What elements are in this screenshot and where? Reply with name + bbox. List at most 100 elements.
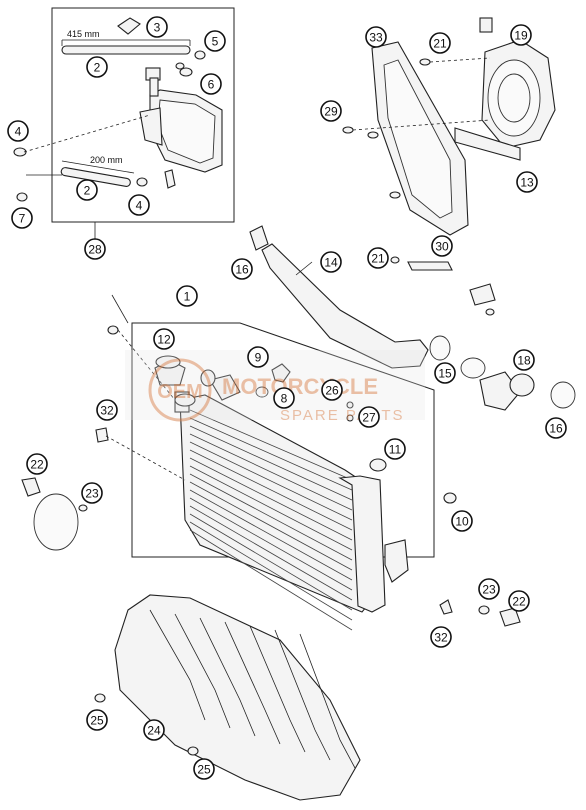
callout-29: 29 xyxy=(320,100,342,122)
callout-22: 22 xyxy=(26,453,48,475)
watermark-logo: OEM xyxy=(157,381,203,403)
callout-label: 21 xyxy=(433,37,447,51)
callout-1: 1 xyxy=(176,285,198,307)
callout-label: 15 xyxy=(438,367,452,381)
callout-10: 10 xyxy=(451,510,473,532)
right-mount xyxy=(439,492,521,627)
callout-label: 29 xyxy=(324,105,338,119)
callout-4: 4 xyxy=(128,194,150,216)
hose-clip-inset xyxy=(175,62,193,77)
callout-12: 12 xyxy=(153,328,175,350)
callout-label: 23 xyxy=(85,487,99,501)
callout-7: 7 xyxy=(11,207,33,229)
callout-label: 2 xyxy=(94,61,101,75)
callout-30: 30 xyxy=(431,235,453,257)
callout-label: 32 xyxy=(100,404,114,418)
hose-connector xyxy=(479,371,535,411)
callout-label: 8 xyxy=(281,392,288,406)
callout-label: 7 xyxy=(19,212,26,226)
callout-label: 26 xyxy=(325,384,339,398)
callout-16: 16 xyxy=(231,258,253,280)
callout-21: 21 xyxy=(429,32,451,54)
dimension-415: 415 mm xyxy=(67,29,100,39)
watermark-line2: SPARE PARTS xyxy=(280,407,405,424)
callout-24: 24 xyxy=(143,719,165,741)
callout-label: 10 xyxy=(455,515,469,529)
callout-label: 25 xyxy=(90,714,104,728)
watermark: OEM MOTORCYCLE SPARE PARTS xyxy=(125,350,425,424)
dimension-200: 200 mm xyxy=(90,155,123,165)
callout-label: 1 xyxy=(184,290,191,304)
mount-bracket-30 xyxy=(390,256,496,316)
callout-label: 14 xyxy=(324,256,338,270)
callout-2: 2 xyxy=(86,56,108,78)
callout-32: 32 xyxy=(96,399,118,421)
callout-16: 16 xyxy=(545,417,567,439)
callout-label: 19 xyxy=(514,29,528,43)
hose-200mm: 200 mm xyxy=(60,155,135,187)
callout-21: 21 xyxy=(367,247,389,269)
callout-13: 13 xyxy=(516,171,538,193)
screw-top-left xyxy=(107,325,119,335)
callout-label: 28 xyxy=(88,243,102,257)
callout-4: 4 xyxy=(7,120,29,142)
callout-label: 3 xyxy=(154,21,161,35)
callout-33: 33 xyxy=(365,26,387,48)
callout-2: 2 xyxy=(76,179,98,201)
callout-22: 22 xyxy=(508,590,530,612)
callout-label: 2 xyxy=(84,184,91,198)
callout-label: 21 xyxy=(371,252,385,266)
expansion-tank xyxy=(139,67,223,173)
radiator-guard xyxy=(114,594,361,801)
callout-label: 22 xyxy=(30,458,44,472)
inset-box xyxy=(51,7,235,223)
clip-lower-inset xyxy=(136,169,176,189)
leader-lines xyxy=(111,261,313,324)
callout-label: 25 xyxy=(197,763,211,777)
callout-19: 19 xyxy=(510,24,532,46)
callout-27: 27 xyxy=(358,406,380,428)
callout-label: 27 xyxy=(362,411,376,425)
callout-label: 16 xyxy=(235,263,249,277)
guard-screw-2 xyxy=(187,746,199,756)
callout-23: 23 xyxy=(81,482,103,504)
callout-label: 16 xyxy=(549,422,563,436)
callout-5: 5 xyxy=(204,30,226,52)
fan-bracket xyxy=(454,127,521,161)
callout-25: 25 xyxy=(193,758,215,780)
callout-label: 9 xyxy=(255,351,262,365)
callout-28: 28 xyxy=(84,238,106,260)
callout-9: 9 xyxy=(247,346,269,368)
callout-23: 23 xyxy=(478,578,500,600)
callout-label: 32 xyxy=(434,631,448,645)
radiator-hose-upper xyxy=(249,225,429,369)
callout-label: 4 xyxy=(15,125,22,139)
cooling-fan xyxy=(479,17,556,149)
watermark-line1: MOTORCYCLE xyxy=(222,374,378,399)
callout-label: 30 xyxy=(435,240,449,254)
callout-label: 6 xyxy=(208,78,215,92)
hose-clamp-inset xyxy=(194,50,206,60)
callout-8: 8 xyxy=(273,387,295,409)
callout-25: 25 xyxy=(86,709,108,731)
left-mount xyxy=(21,427,109,551)
radiator-box xyxy=(131,322,435,558)
radiator xyxy=(174,374,409,631)
callout-label: 12 xyxy=(157,333,171,347)
callout-label: 5 xyxy=(212,35,219,49)
callout-label: 18 xyxy=(517,354,531,368)
callout-11: 11 xyxy=(384,438,406,460)
fan-shroud xyxy=(371,41,469,236)
screw-left xyxy=(13,147,28,202)
callout-label: 24 xyxy=(147,724,161,738)
callout-32: 32 xyxy=(430,626,452,648)
callout-14: 14 xyxy=(320,251,342,273)
callout-15: 15 xyxy=(434,362,456,384)
callout-18: 18 xyxy=(513,349,535,371)
callout-label: 13 xyxy=(520,176,534,190)
hose-clamp-upper xyxy=(429,335,486,379)
callout-label: 22 xyxy=(512,595,526,609)
callout-label: 23 xyxy=(482,583,496,597)
